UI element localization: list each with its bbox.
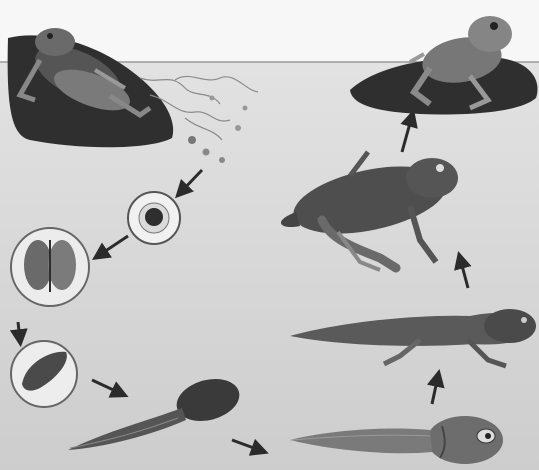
- cleavage-embryo-icon: [24, 240, 76, 292]
- embryo: [11, 341, 77, 407]
- arrow-cleavage-to-embryo: [18, 322, 20, 340]
- single-egg: [128, 192, 180, 244]
- dividing-egg: [11, 228, 89, 306]
- egg-icon: [145, 208, 163, 226]
